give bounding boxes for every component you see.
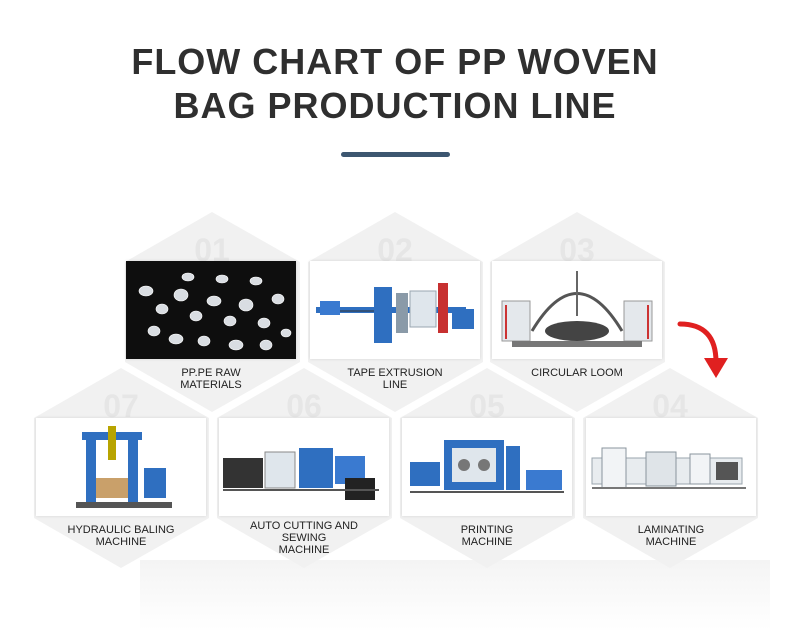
- step-card-06: AUTO CUTTING AND SEWING MACHINE: [219, 418, 389, 556]
- step-card-02: TAPE EXTRUSION LINE: [310, 261, 480, 391]
- laminating-machine-icon: [586, 418, 756, 516]
- step-label-07: HYDRAULIC BALING MACHINE: [67, 524, 175, 548]
- step-card-01: PP.PE RAW MATERIALS: [126, 261, 296, 391]
- title-underline: [341, 152, 450, 157]
- step-label-02: TAPE EXTRUSION LINE: [347, 367, 443, 391]
- circular-loom-machine-icon: [492, 261, 662, 359]
- bottom-shade: [140, 560, 770, 630]
- cutting-sewing-machine-icon: [219, 418, 389, 516]
- title-line-1: FLOW CHART OF PP WOVEN: [131, 41, 659, 82]
- step-label-05: PRINTING MACHINE: [460, 524, 514, 548]
- page-title: FLOW CHART OF PP WOVEN BAG PRODUCTION LI…: [0, 40, 790, 128]
- printing-machine-icon: [402, 418, 572, 516]
- step-card-05: PRINTING MACHINE: [402, 418, 572, 548]
- step-label-06: AUTO CUTTING AND SEWING MACHINE: [250, 520, 358, 556]
- step-label-03: CIRCULAR LOOM: [531, 367, 623, 379]
- step-card-07: HYDRAULIC BALING MACHINE: [36, 418, 206, 548]
- hydraulic-baling-machine-icon: [36, 418, 206, 516]
- tape-extrusion-machine-icon: [310, 261, 480, 359]
- step-card-03: CIRCULAR LOOM: [492, 261, 662, 379]
- step-card-04: LAMINATING MACHINE: [586, 418, 756, 548]
- title-line-2: BAG PRODUCTION LINE: [173, 85, 617, 126]
- flow-arrow-icon: [677, 321, 728, 378]
- step-label-04: LAMINATING MACHINE: [637, 524, 705, 548]
- step-label-01: PP.PE RAW MATERIALS: [180, 367, 242, 391]
- pp-pellets-photo-icon: [126, 261, 296, 359]
